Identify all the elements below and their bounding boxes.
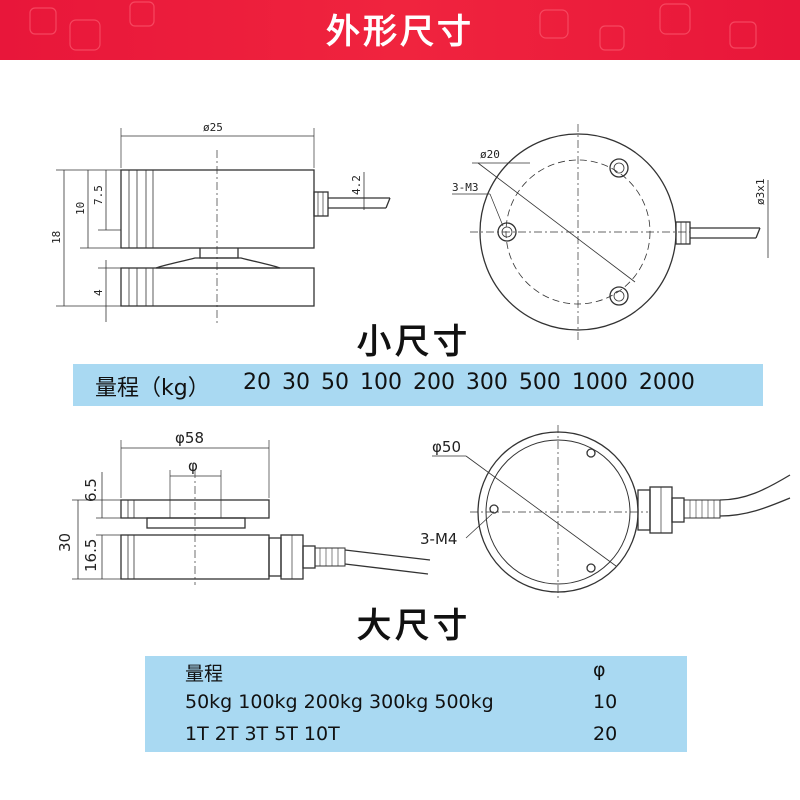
range-label: 量程（kg） [95,376,210,401]
large-side-dia: φ58 [175,429,204,447]
small-top-dia: ø20 [480,148,500,161]
large-side-inner: φ [188,457,198,475]
small-top-holes: 3-M3 [452,181,479,194]
small-side-dia: ø25 [203,121,223,134]
large-top-view [432,425,791,600]
small-side-lower: 4 [92,289,105,296]
banner-pattern [29,1,757,51]
large-top-holes: 3-M4 [420,530,457,548]
small-side-upper: 10 [74,202,87,215]
large-side-total: 30 [56,533,74,552]
large-size-title: 大尺寸 [357,606,471,646]
small-side-total: 18 [50,231,63,244]
table-cell-phi: 10 [593,691,618,713]
large-side-view [72,440,431,585]
small-top-view [452,124,769,340]
small-range-band: 量程（kg） 20 30 50 100 200 300 500 1000 200… [73,364,763,406]
large-side-upper: 6.5 [82,478,100,502]
small-side-view [56,128,391,326]
table-cell-range: 50kg 100kg 200kg 300kg 500kg [185,691,494,713]
table-cell-range: 1T 2T 3T 5T 10T [185,723,340,745]
small-top-cable: ø3x1 [754,179,767,206]
title-banner: 外形尺寸 [0,0,800,60]
large-spec-table: 量程 φ 50kg 100kg 200kg 300kg 500kg 10 1T … [145,656,687,752]
large-side-lower: 16.5 [82,539,100,572]
small-side-inner: 7.5 [92,185,105,205]
table-cell-phi: 20 [593,723,618,745]
small-side-cable: 4.2 [350,175,363,195]
table-row: 1T 2T 3T 5T 10T 20 [145,720,687,752]
banner-title: 外形尺寸 [326,12,474,52]
table-header-row: 量程 φ [145,656,687,688]
small-size-title: 小尺寸 [357,322,471,362]
table-header-range: 量程 [185,663,224,685]
range-values: 20 30 50 100 200 300 500 1000 2000 [243,370,695,395]
table-row: 50kg 100kg 200kg 300kg 500kg 10 [145,688,687,720]
table-header-phi: φ [593,659,606,681]
large-top-dia: φ50 [432,438,461,456]
